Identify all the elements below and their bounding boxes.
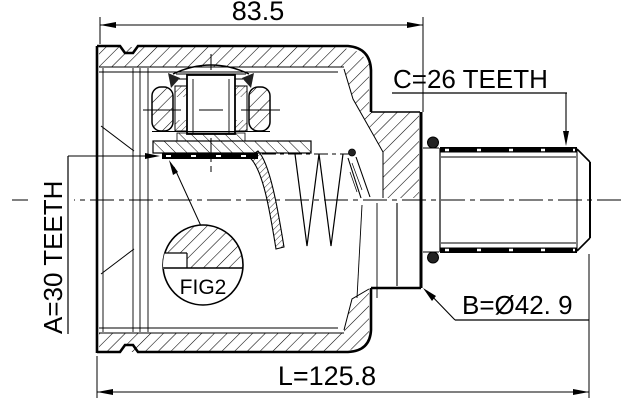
- housing-section-hatch: [99, 47, 419, 352]
- arrow-left: [100, 22, 116, 28]
- spline-a-label: A=30 TEETH: [38, 181, 68, 334]
- fig2-label: FIG2: [180, 276, 227, 299]
- arrow-down: [563, 131, 569, 146]
- seal-ring: [348, 148, 356, 157]
- arrow-right: [573, 389, 589, 395]
- dimension-total-length: L=125.8: [96, 254, 590, 398]
- roller-right: [248, 86, 271, 132]
- spring-and-seal: [248, 148, 371, 250]
- trunnion-collar: [176, 132, 246, 142]
- arrow-right: [145, 153, 160, 159]
- retainer-clip-left: [168, 73, 180, 88]
- length-l-label: L=125.8: [278, 361, 376, 391]
- arrow-right: [407, 22, 423, 28]
- fig2-leader-arrow: [169, 160, 178, 175]
- trunnion: [186, 74, 236, 135]
- label-spline-c: C=26 TEETH: [392, 64, 569, 146]
- spline-c-label: C=26 TEETH: [393, 64, 548, 94]
- dimension-top-width: 83.5: [99, 0, 424, 112]
- tripod-bearing: [143, 64, 280, 142]
- clip-ring: [248, 150, 285, 250]
- retainer-clip-right: [242, 73, 254, 88]
- roller-left: [151, 86, 174, 132]
- arrow-left: [97, 389, 113, 395]
- dimension-83-5-label: 83.5: [232, 0, 285, 26]
- snap-ring-bottom: [427, 251, 439, 264]
- diameter-b-label: B=Ø42. 9: [462, 290, 573, 320]
- spline-shaft: [423, 136, 591, 264]
- coil-spring: [294, 153, 344, 247]
- label-spline-a: A=30 TEETH: [28, 152, 160, 340]
- inner-race: [152, 140, 312, 159]
- snap-ring-top: [427, 136, 439, 149]
- housing-outline: [95, 44, 423, 354]
- label-diameter-b: B=Ø42. 9: [423, 288, 589, 321]
- arrow-up-left: [423, 288, 436, 301]
